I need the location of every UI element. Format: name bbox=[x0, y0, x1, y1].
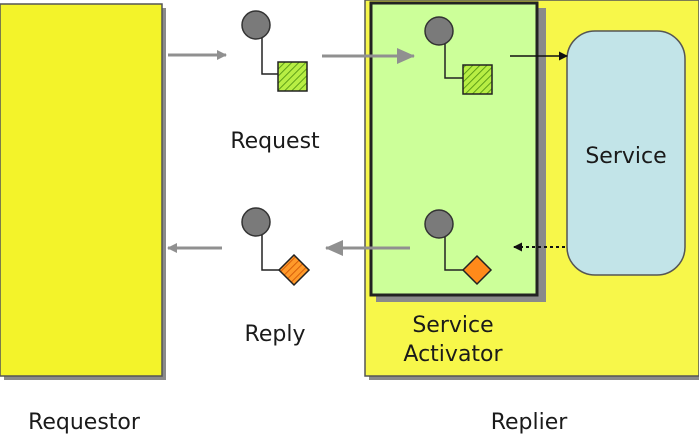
service-box bbox=[566, 30, 686, 276]
service-activator-label-line1: Service bbox=[412, 313, 493, 338]
service-activator-box bbox=[369, 1, 546, 302]
request-label: Request bbox=[230, 129, 320, 154]
service-activator-label-line2: Activator bbox=[403, 342, 503, 367]
activator-request-message-icon bbox=[424, 16, 493, 95]
reply-message-icon bbox=[241, 207, 311, 287]
reply-label: Reply bbox=[245, 322, 306, 347]
request-message-icon bbox=[241, 10, 308, 92]
replier-label: Replier bbox=[491, 410, 569, 435]
requestor-label: Requestor bbox=[28, 410, 141, 435]
requestor-box bbox=[0, 3, 166, 380]
activator-reply-message-icon bbox=[424, 209, 493, 286]
service-label: Service bbox=[585, 144, 666, 169]
